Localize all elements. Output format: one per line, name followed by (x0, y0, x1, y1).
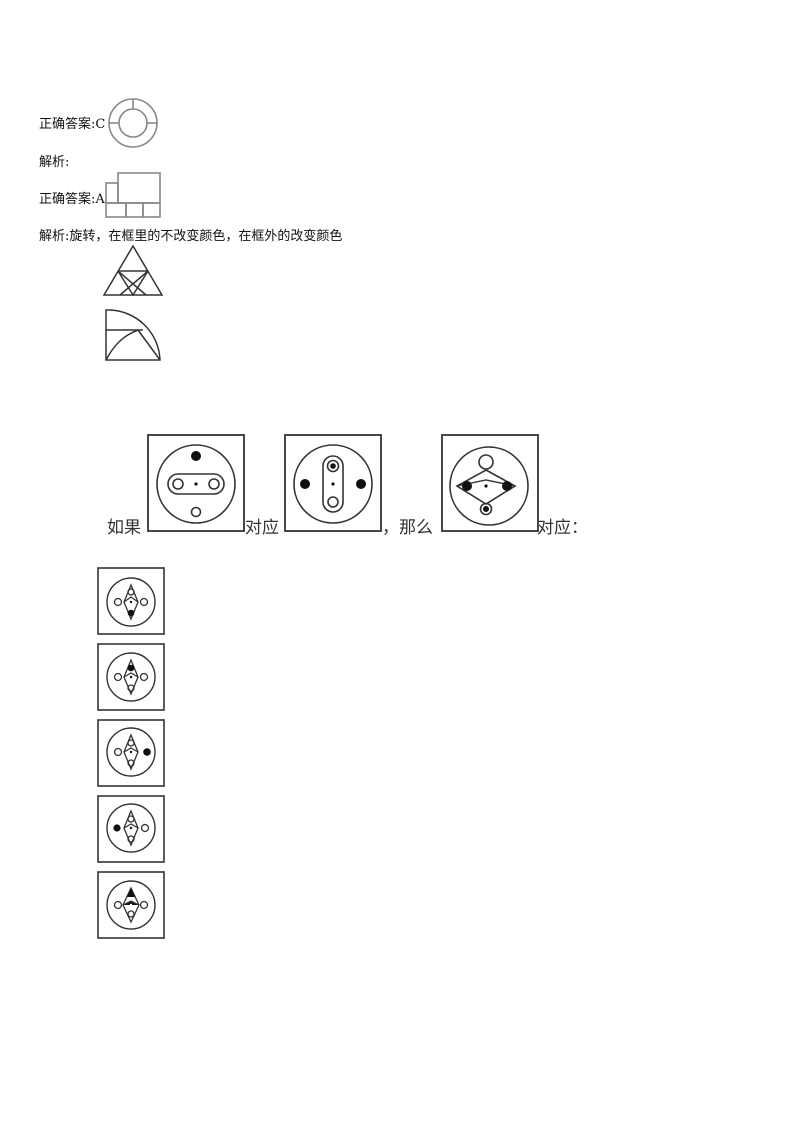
quarter-circle-figure (105, 309, 161, 361)
answer-2-grid-figure (105, 172, 161, 218)
answer-2-analysis: 解析:旋转，在框里的不改变颜色，在框外的改变颜色 (39, 229, 343, 244)
answer-1-analysis-label: 解析: (39, 155, 70, 170)
question-text-corresponds: 对应 (245, 518, 279, 538)
question-figure-2 (284, 434, 382, 532)
question-figure-1 (147, 434, 245, 532)
question-text-if: 如果 (107, 518, 141, 538)
answer-2-label: 正确答案:A (39, 192, 105, 207)
question-text-corresponds-to: 对应： (537, 518, 588, 538)
question-figure-3 (441, 434, 539, 532)
triangle-figure (102, 244, 164, 297)
answer-1-label: 正确答案:C (39, 117, 106, 132)
answer-1-ring-figure (108, 98, 158, 148)
option-a-figure[interactable] (97, 567, 165, 635)
option-b-figure[interactable] (97, 643, 165, 711)
option-c-figure[interactable] (97, 719, 165, 787)
option-e-figure[interactable] (97, 871, 165, 939)
question-text-then: ，那么 (382, 518, 433, 538)
option-d-figure[interactable] (97, 795, 165, 863)
